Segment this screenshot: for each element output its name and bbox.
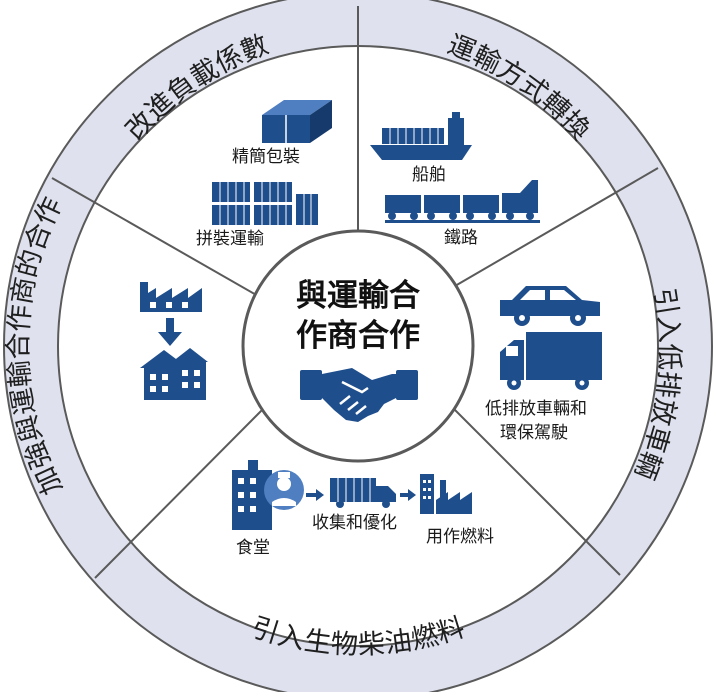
item-label-low-emission-line1: 低排放車輛和 [485,399,587,419]
factory-icon [140,282,202,312]
center-circle [241,229,475,463]
package-boxes-icon [262,100,332,143]
divider-left-upper [51,177,259,297]
item-label-packaging: 精簡包裝 [232,147,300,167]
item-label-fuel: 用作燃料 [426,527,494,547]
arrow-down-icon [158,318,182,346]
arrow-right-icon [306,489,324,501]
freight-train-icon [385,180,540,223]
item-label-consolidated: 拼裝運輸 [196,229,264,249]
item-label-low-emission-line2: 環保駕駛 [500,423,568,443]
factory-fuel-icon [420,474,472,514]
small-truck-icon [330,478,396,508]
item-label-railway: 鐵路 [444,228,478,248]
item-label-canteen: 食堂 [236,538,270,558]
divider-right-lower [444,399,621,576]
segment-dividers [51,6,659,579]
houses-icon [140,348,208,400]
item-label-collect: 收集和優化 [312,513,397,533]
building-chef-icon [232,460,304,530]
car-icon [500,286,600,326]
item-label-ship: 船舶 [412,165,446,185]
container-stack-icon [212,182,318,225]
truck-icon [500,332,602,390]
center-title-line1: 與運輸合 [296,278,420,314]
divider-left-lower [94,401,271,579]
center-title-line2: 作商合作 [296,318,420,354]
divider-right-upper [454,167,659,287]
cargo-ship-icon [370,112,472,160]
handshake-icon [300,368,418,422]
arrow-right-icon-2 [400,489,416,501]
